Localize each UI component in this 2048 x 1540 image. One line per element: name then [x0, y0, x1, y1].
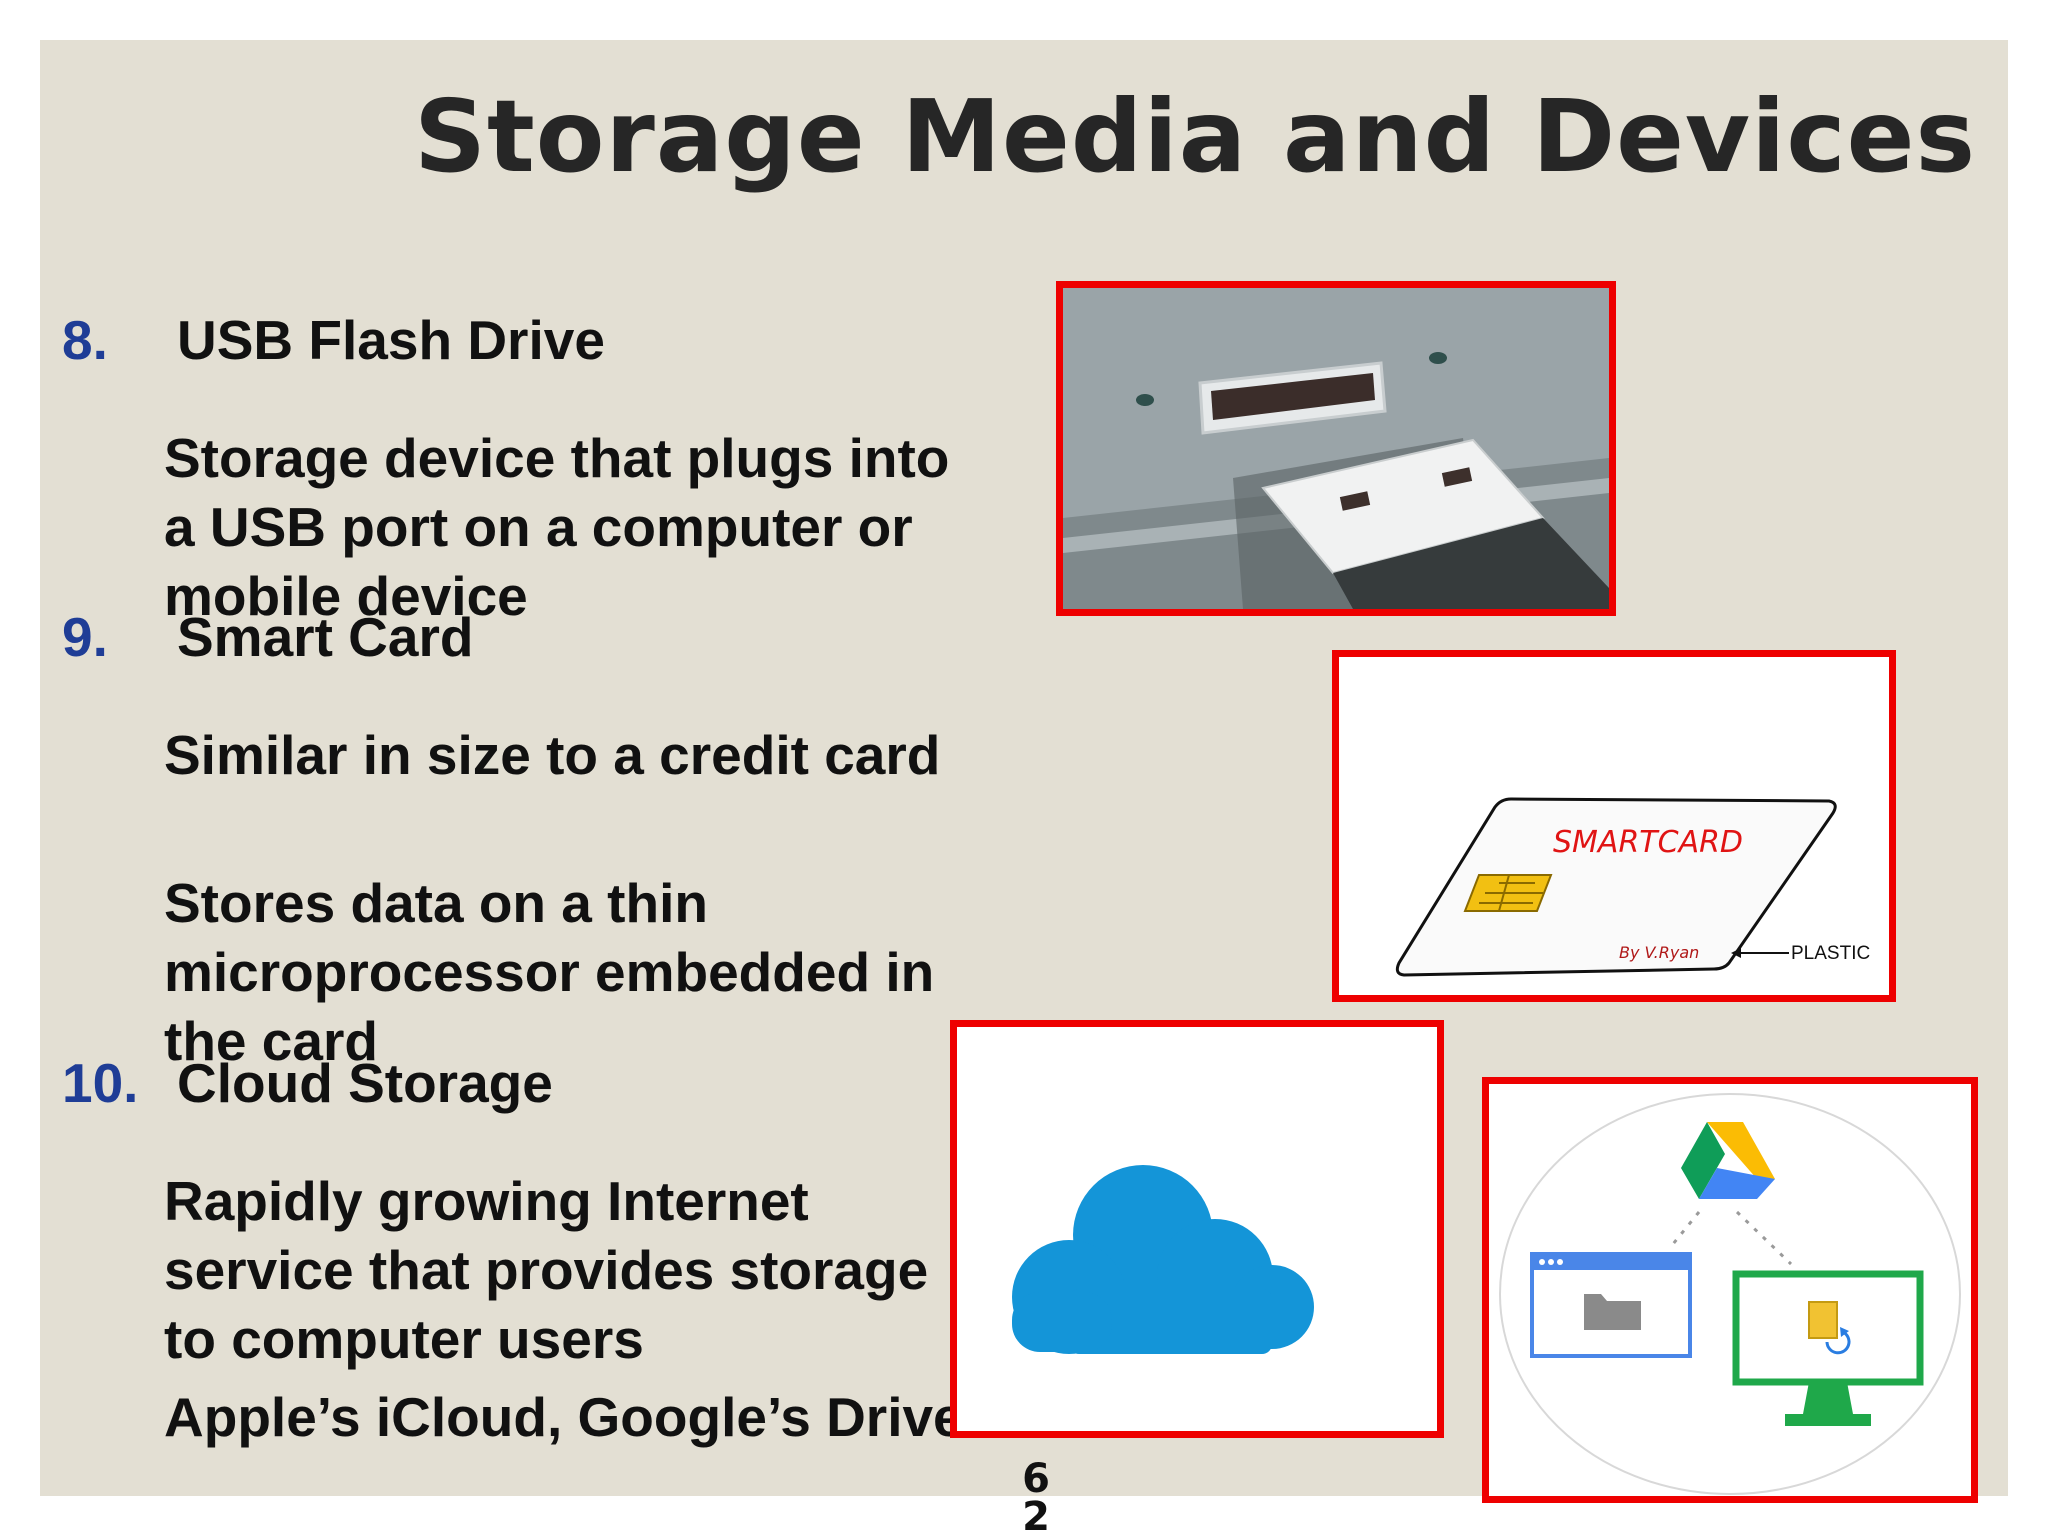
cloud-image: [950, 1020, 1444, 1438]
item-number: 8.: [62, 309, 108, 371]
google-drive-icon: [1681, 1122, 1775, 1199]
item-heading: Cloud Storage: [177, 1052, 553, 1114]
item-description: Similar in size to a credit card: [164, 724, 941, 786]
smartcard-credit: By V.Ryan: [1619, 943, 1699, 962]
usb-flash-drive-image: [1056, 281, 1616, 616]
item-description: Rapidly growing Internet service that pr…: [164, 1170, 929, 1370]
item-description: Apple’s iCloud, Google’s Drive: [164, 1386, 964, 1448]
page-number-digit: 2: [1022, 1494, 1050, 1540]
item-number: 9.: [62, 606, 108, 668]
slide-title: Storage Media and Devices: [413, 78, 1976, 195]
browser-window-icon: [1530, 1252, 1692, 1358]
item-description: Storage device that plugs into a USB por…: [164, 427, 950, 627]
item-heading: USB Flash Drive: [177, 309, 605, 371]
smart-card-icon: SMARTCARD By V.Ryan PLASTIC: [1339, 657, 1889, 995]
item-number: 10.: [62, 1052, 139, 1114]
page-number-digit: 6: [1022, 1456, 1050, 1502]
item-heading: Smart Card: [177, 606, 474, 668]
drive-sync-image: [1482, 1077, 1978, 1503]
google-drive-sync-icon: [1489, 1084, 1971, 1496]
cloud-icon: [957, 1027, 1437, 1431]
item-description: Stores data on a thin microprocessor emb…: [164, 872, 935, 1072]
page-number: 6 2: [1021, 1456, 1051, 1540]
smart-card-image: SMARTCARD By V.Ryan PLASTIC: [1332, 650, 1896, 1002]
smartcard-label: SMARTCARD: [1553, 825, 1743, 860]
chip-icon: [1463, 874, 1553, 912]
usb-flash-drive-icon: [1063, 288, 1609, 609]
monitor-icon: [1732, 1270, 1924, 1426]
smartcard-callout: PLASTIC: [1791, 943, 1870, 964]
